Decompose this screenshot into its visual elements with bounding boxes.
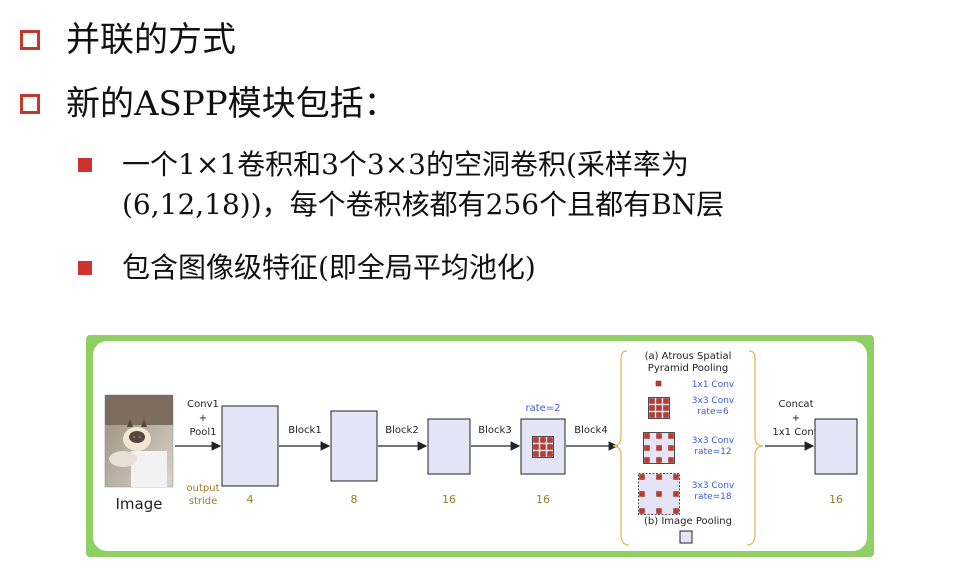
kernel-cell	[540, 437, 546, 443]
aspp-title-1: (a) Atrous Spatial	[645, 351, 732, 362]
kernel-cell	[673, 508, 679, 514]
kernel-cell	[649, 398, 655, 404]
kernel-cell	[673, 474, 679, 480]
aspp-title-2: Pyramid Pooling	[648, 363, 728, 374]
bullet-1-text: 并联的方式	[66, 20, 236, 60]
kernel-cell	[663, 405, 669, 411]
kernel-cell	[547, 451, 553, 457]
image-pooling-icon	[679, 530, 693, 544]
sub-bullet-1-line1: 一个1×1卷积和3个3×3的空洞卷积(采样率为	[122, 148, 689, 181]
stride-16-b: 16	[536, 493, 550, 506]
kernel-cell	[639, 491, 645, 497]
sub-bullet-1: 一个1×1卷积和3个3×3的空洞卷积(采样率为 (6,12,18))，每个卷积核…	[78, 145, 724, 225]
block4-label: Block4	[574, 425, 607, 436]
aspp-1x1-label: 1x1 Conv	[692, 380, 735, 390]
kernel-cell	[540, 444, 546, 450]
kernel-cell	[656, 491, 662, 497]
sub-bullet-1-line2: (6,12,18))，每个卷积核都有256个且都有BN层	[122, 188, 725, 221]
kernel-cell	[663, 412, 669, 418]
kernel-cell	[533, 437, 539, 443]
feature-map-3	[427, 418, 471, 475]
bullet-1: 并联的方式	[20, 20, 236, 60]
sub-bullet-2: 包含图像级特征(即全局平均池化)	[78, 248, 536, 288]
plus-label: +	[199, 413, 207, 424]
aspp-architecture-figure: Image Conv1 + Pool1 output stride 4 Bloc…	[86, 335, 874, 557]
atrous-kernel-rate2-icon	[532, 436, 554, 458]
filled-square-bullet-icon	[78, 261, 92, 275]
concat-plus-label: +	[792, 413, 800, 424]
kernel-cell	[639, 508, 645, 514]
kernel-cell	[656, 433, 662, 439]
image-pooling-label: (b) Image Pooling	[644, 516, 732, 527]
aspp-rate6-label-1: 3x3 Conv	[692, 396, 735, 406]
kernel-cell	[533, 451, 539, 457]
output-feature-map	[814, 418, 858, 475]
aspp-rate18-label-2: rate=18	[694, 492, 732, 502]
bullet-2: 新的ASPP模块包括：	[20, 84, 398, 124]
stride-16-c: 16	[829, 493, 843, 506]
right-brace	[746, 350, 764, 546]
feature-map-1	[221, 405, 279, 487]
kernel-cell	[547, 437, 553, 443]
kernel-cell	[663, 398, 669, 404]
aspp-rate12-label-1: 3x3 Conv	[692, 436, 735, 446]
kernel-cell	[649, 405, 655, 411]
kernel-cell	[644, 445, 650, 451]
kernel-cell	[533, 444, 539, 450]
hollow-square-bullet-icon	[20, 30, 40, 50]
stride-8: 8	[351, 493, 358, 506]
kernel-cell	[668, 433, 674, 439]
bullet-2-text: 新的ASPP模块包括：	[66, 84, 398, 124]
conv1-label: Conv1	[187, 399, 219, 410]
kernel-cell	[644, 457, 650, 463]
concat-label: Concat	[779, 399, 814, 410]
kernel-cell	[649, 412, 655, 418]
kernel-cell	[656, 445, 662, 451]
feature-map-2	[330, 410, 378, 482]
block1-label: Block1	[288, 425, 321, 436]
kernel-cell	[656, 508, 662, 514]
kernel-cell	[540, 451, 546, 457]
kernel-cell	[668, 457, 674, 463]
pool1-label: Pool1	[189, 427, 216, 438]
input-image-photo	[104, 394, 174, 488]
filled-square-bullet-icon	[78, 158, 92, 172]
atrous-kernel-rate6-icon	[648, 397, 670, 419]
concat-conv-label: 1x1 Conv	[772, 427, 819, 438]
sub-bullet-2-text: 包含图像级特征(即全局平均池化)	[122, 251, 536, 284]
kernel-cell	[644, 433, 650, 439]
atrous-kernel-rate18-icon	[638, 473, 680, 515]
kernel-cell	[656, 457, 662, 463]
atrous-kernel-rate12-icon	[643, 432, 675, 464]
image-label: Image	[116, 495, 163, 513]
kernel-cell	[656, 405, 662, 411]
kernel-cell	[547, 444, 553, 450]
kernel-cell	[668, 445, 674, 451]
aspp-rate12-label-2: rate=12	[694, 447, 731, 457]
figure-panel: Image Conv1 + Pool1 output stride 4 Bloc…	[93, 341, 867, 551]
block3-label: Block3	[478, 425, 511, 436]
hollow-square-bullet-icon	[20, 94, 40, 114]
block2-label: Block2	[385, 425, 418, 436]
left-brace	[612, 350, 630, 546]
kernel-cell	[639, 474, 645, 480]
aspp-rate6-label-2: rate=6	[697, 407, 729, 417]
kernel-cell	[656, 412, 662, 418]
stride-16-a: 16	[442, 493, 456, 506]
aspp-1x1-branch: 1x1 Conv	[655, 380, 735, 390]
aspp-rate18-label-1: 3x3 Conv	[692, 481, 735, 491]
sub-bullet-1-text: 一个1×1卷积和3个3×3的空洞卷积(采样率为 (6,12,18))，每个卷积核…	[122, 145, 724, 225]
output-stride-label-2: stride	[189, 496, 218, 507]
output-stride-label: output	[187, 483, 220, 494]
architecture-diagram: Image Conv1 + Pool1 output stride 4 Bloc…	[104, 350, 858, 546]
kernel-cell	[656, 474, 662, 480]
rate-2-label: rate=2	[525, 403, 560, 414]
kernel-cell	[656, 398, 662, 404]
kernel-cell	[673, 491, 679, 497]
stride-4: 4	[247, 493, 254, 506]
